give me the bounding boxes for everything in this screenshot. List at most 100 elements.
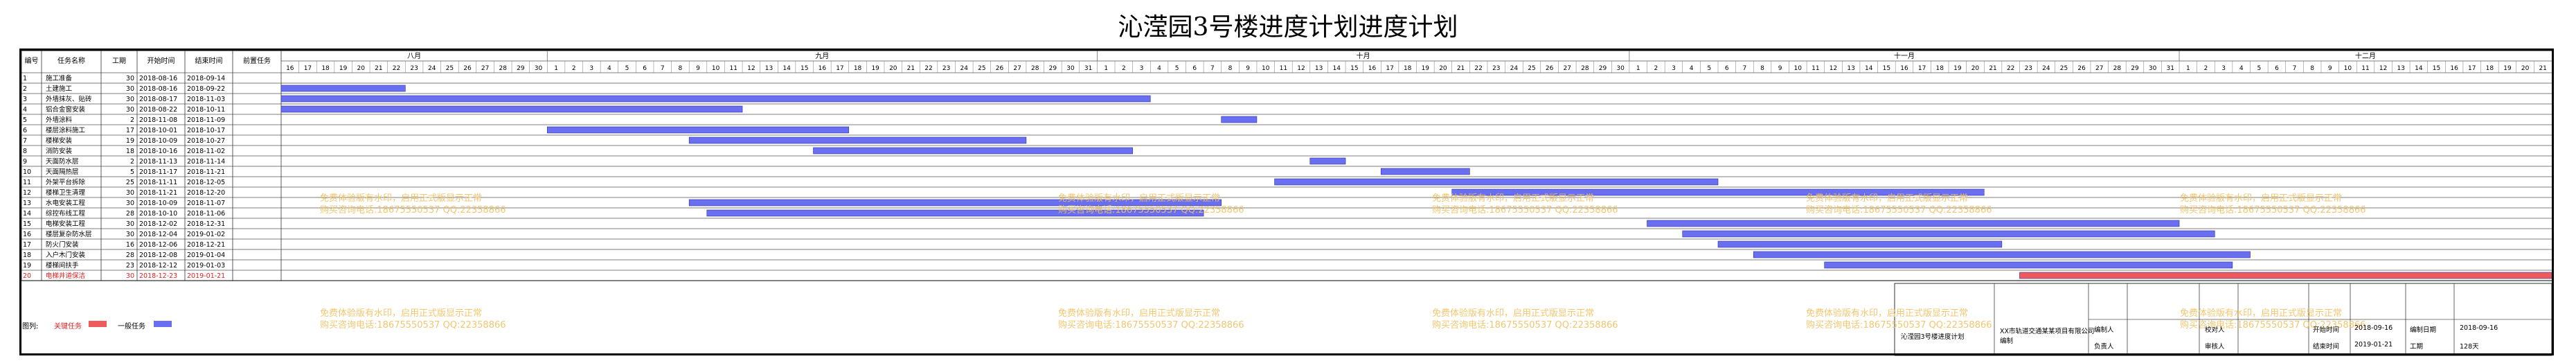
month-label: 九月 <box>815 52 829 60</box>
watermark-line1: 免费体验版有水印，启用正式版显示正常 <box>1058 308 1221 319</box>
watermark-line1: 免费体验版有水印，启用正式版显示正常 <box>1432 308 1595 319</box>
day-tick-label: 27 <box>1564 65 1571 72</box>
watermark: 免费体验版有水印，启用正式版显示正常购买咨询电话:18675550537 QQ:… <box>1432 193 1618 216</box>
day-tick-label: 22 <box>393 65 400 72</box>
day-tick-label: 8 <box>1228 65 1233 72</box>
day-tick-label: 5 <box>2257 65 2261 72</box>
task-start: 2018-12-08 <box>139 252 177 259</box>
info-checker-label: 校对人 <box>2205 326 2225 334</box>
task-bar <box>813 147 1133 155</box>
task-name: 天面隔热层 <box>46 168 79 176</box>
day-tick-label: 6 <box>643 65 647 72</box>
page-title: 沁滢园3号楼进度计划进度计划 <box>1118 13 1458 42</box>
day-tick-label: 28 <box>499 65 507 72</box>
day-tick-label: 9 <box>2328 65 2332 72</box>
info-company2: 编制 <box>2000 337 2014 345</box>
task-bar <box>1274 178 1719 186</box>
day-tick-label: 11 <box>2361 65 2369 72</box>
info-start-value: 2018-09-16 <box>2354 324 2393 332</box>
task-id: 9 <box>23 158 27 166</box>
day-tick-label: 18 <box>321 65 330 72</box>
task-finish: 2018-12-05 <box>187 179 225 186</box>
task-start: 2018-10-16 <box>139 148 177 155</box>
day-tick-label: 30 <box>535 65 543 72</box>
legend-normal-label: 一般任务 <box>118 323 145 331</box>
task-start: 2018-11-13 <box>139 158 177 166</box>
task-duration: 2 <box>130 116 134 124</box>
task-name: 楼梯卫生清理 <box>46 188 86 197</box>
task-bar <box>1717 240 2003 248</box>
task-id: 5 <box>23 116 27 124</box>
day-tick-label: 17 <box>2468 65 2476 72</box>
day-tick-label: 15 <box>800 65 808 72</box>
watermark-line2: 购买咨询电话:18675550537 QQ:22358866 <box>1432 205 1618 215</box>
task-bar <box>1380 168 1470 175</box>
watermark-line2: 购买咨询电话:18675550537 QQ:22358866 <box>1432 320 1618 331</box>
column-header: 工期 <box>112 57 126 65</box>
day-tick-label: 14 <box>1865 65 1873 72</box>
task-name: 水电安装工程 <box>46 199 86 207</box>
day-tick-label: 4 <box>1157 65 1161 72</box>
day-tick-label: 2 <box>1122 65 1126 72</box>
day-tick-label: 5 <box>1707 65 1711 72</box>
watermark-line2: 购买咨询电话:18675550537 QQ:22358866 <box>1058 205 1244 215</box>
task-id: 18 <box>23 252 31 259</box>
day-tick-label: 24 <box>1510 65 1519 72</box>
task-finish: 2018-11-21 <box>187 168 225 176</box>
day-tick-label: 19 <box>2503 65 2512 72</box>
day-tick-label: 26 <box>463 65 472 72</box>
day-tick-label: 10 <box>1262 65 1270 72</box>
task-duration: 30 <box>126 200 134 207</box>
watermark-line1: 免费体验版有水印，启用正式版显示正常 <box>1806 193 1969 204</box>
day-tick-label: 11 <box>730 65 737 72</box>
day-tick-label: 2 <box>572 65 576 72</box>
watermark: 免费体验版有水印，启用正式版显示正常购买咨询电话:18675550537 QQ:… <box>1058 308 1244 331</box>
task-finish: 2018-12-20 <box>187 189 225 197</box>
task-name: 外墙涂料 <box>46 116 73 124</box>
day-tick-label: 10 <box>712 65 720 72</box>
task-name: 外墙抹灰、贴砖 <box>46 95 92 103</box>
watermark: 免费体验版有水印，启用正式版显示正常购买咨询电话:18675550537 QQ:… <box>320 308 506 331</box>
info-maker-label: 编制人 <box>2094 326 2114 334</box>
task-name: 楼梯安装 <box>46 137 73 145</box>
day-tick-label: 21 <box>2539 65 2546 72</box>
legend-label: 图列: <box>22 323 39 331</box>
task-bar <box>688 137 1027 144</box>
day-tick-label: 9 <box>1246 65 1250 72</box>
task-name: 防火门安装 <box>46 240 79 249</box>
task-id: 8 <box>23 148 27 155</box>
day-tick-label: 31 <box>1084 65 1092 72</box>
task-finish: 2018-11-03 <box>187 96 225 103</box>
column-header: 前置任务 <box>243 56 271 65</box>
info-start-label: 开始时间 <box>2313 326 2340 334</box>
day-tick-label: 4 <box>607 65 611 72</box>
column-header: 编号 <box>25 56 39 65</box>
watermark: 免费体验版有水印，启用正式版显示正常购买咨询电话:18675550537 QQ:… <box>1806 193 1992 216</box>
task-id: 19 <box>23 262 31 270</box>
task-start: 2018-10-09 <box>139 137 177 145</box>
task-bar <box>706 209 1204 217</box>
task-id: 3 <box>23 96 27 103</box>
info-project: 沁滢园3号楼进度计划 <box>1901 333 1965 341</box>
task-start: 2018-08-17 <box>139 96 177 103</box>
day-tick-label: 13 <box>765 65 773 72</box>
task-start: 2018-10-01 <box>139 127 177 134</box>
day-tick-label: 28 <box>2113 65 2122 72</box>
day-tick-label: 18 <box>1935 65 1944 72</box>
task-finish: 2018-09-14 <box>187 75 225 82</box>
info-company: XX市轨道交通某某项目有限公司 <box>2000 328 2095 335</box>
watermark-line2: 购买咨询电话:18675550537 QQ:22358866 <box>1058 320 1244 331</box>
watermark-line1: 免费体验版有水印，启用正式版显示正常 <box>1432 193 1595 204</box>
day-tick-label: 30 <box>2149 65 2157 72</box>
day-tick-label: 9 <box>1778 65 1782 72</box>
day-tick-label: 3 <box>1672 65 1676 72</box>
task-id: 11 <box>23 179 31 186</box>
day-tick-label: 19 <box>871 65 879 72</box>
task-bar <box>280 85 406 92</box>
day-tick-label: 2 <box>1654 65 1658 72</box>
task-finish: 2019-01-03 <box>187 262 225 270</box>
day-tick-label: 21 <box>1989 65 1996 72</box>
day-tick-label: 20 <box>889 65 897 72</box>
watermark-line2: 购买咨询电话:18675550537 QQ:22358866 <box>320 320 506 331</box>
